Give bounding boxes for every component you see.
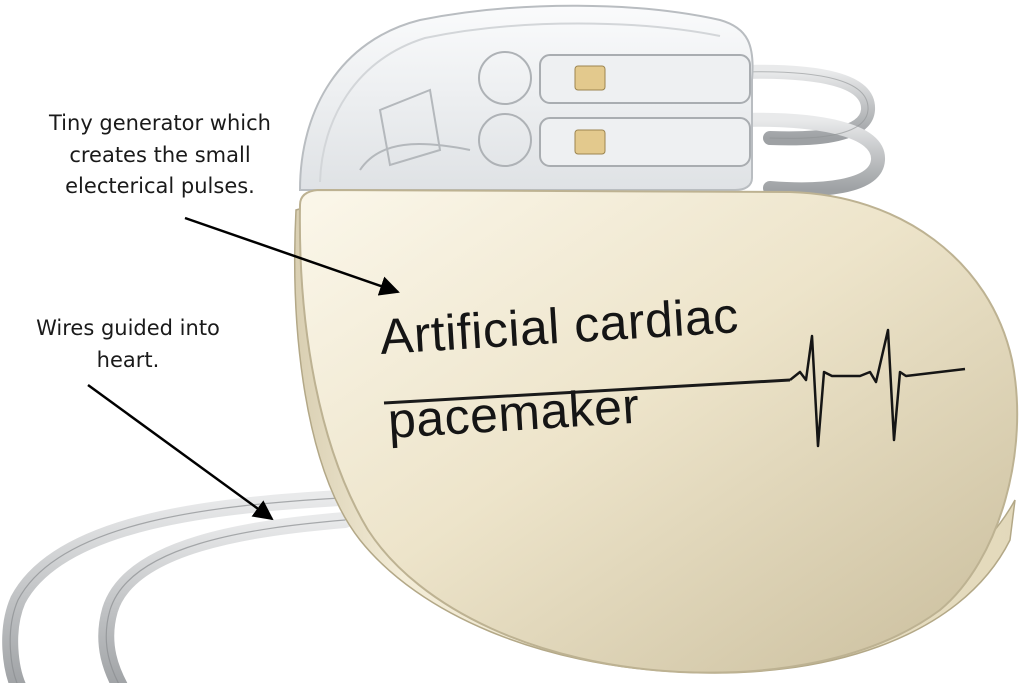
wires-pointer-arrow: [87, 383, 274, 521]
generator-annotation: Tiny generator which creates the small e…: [49, 111, 271, 198]
wires-annotation: Wires guided into heart.: [36, 316, 220, 372]
connector-header: [298, 4, 754, 191]
pacemaker-casing: [298, 188, 1019, 674]
label-underline: [383, 378, 791, 405]
lead-wires-top: [733, 64, 885, 197]
generator-pointer-arrow: [184, 216, 400, 296]
ecg-waveform: [789, 328, 966, 448]
lead-wires-bottom: [2, 490, 353, 683]
